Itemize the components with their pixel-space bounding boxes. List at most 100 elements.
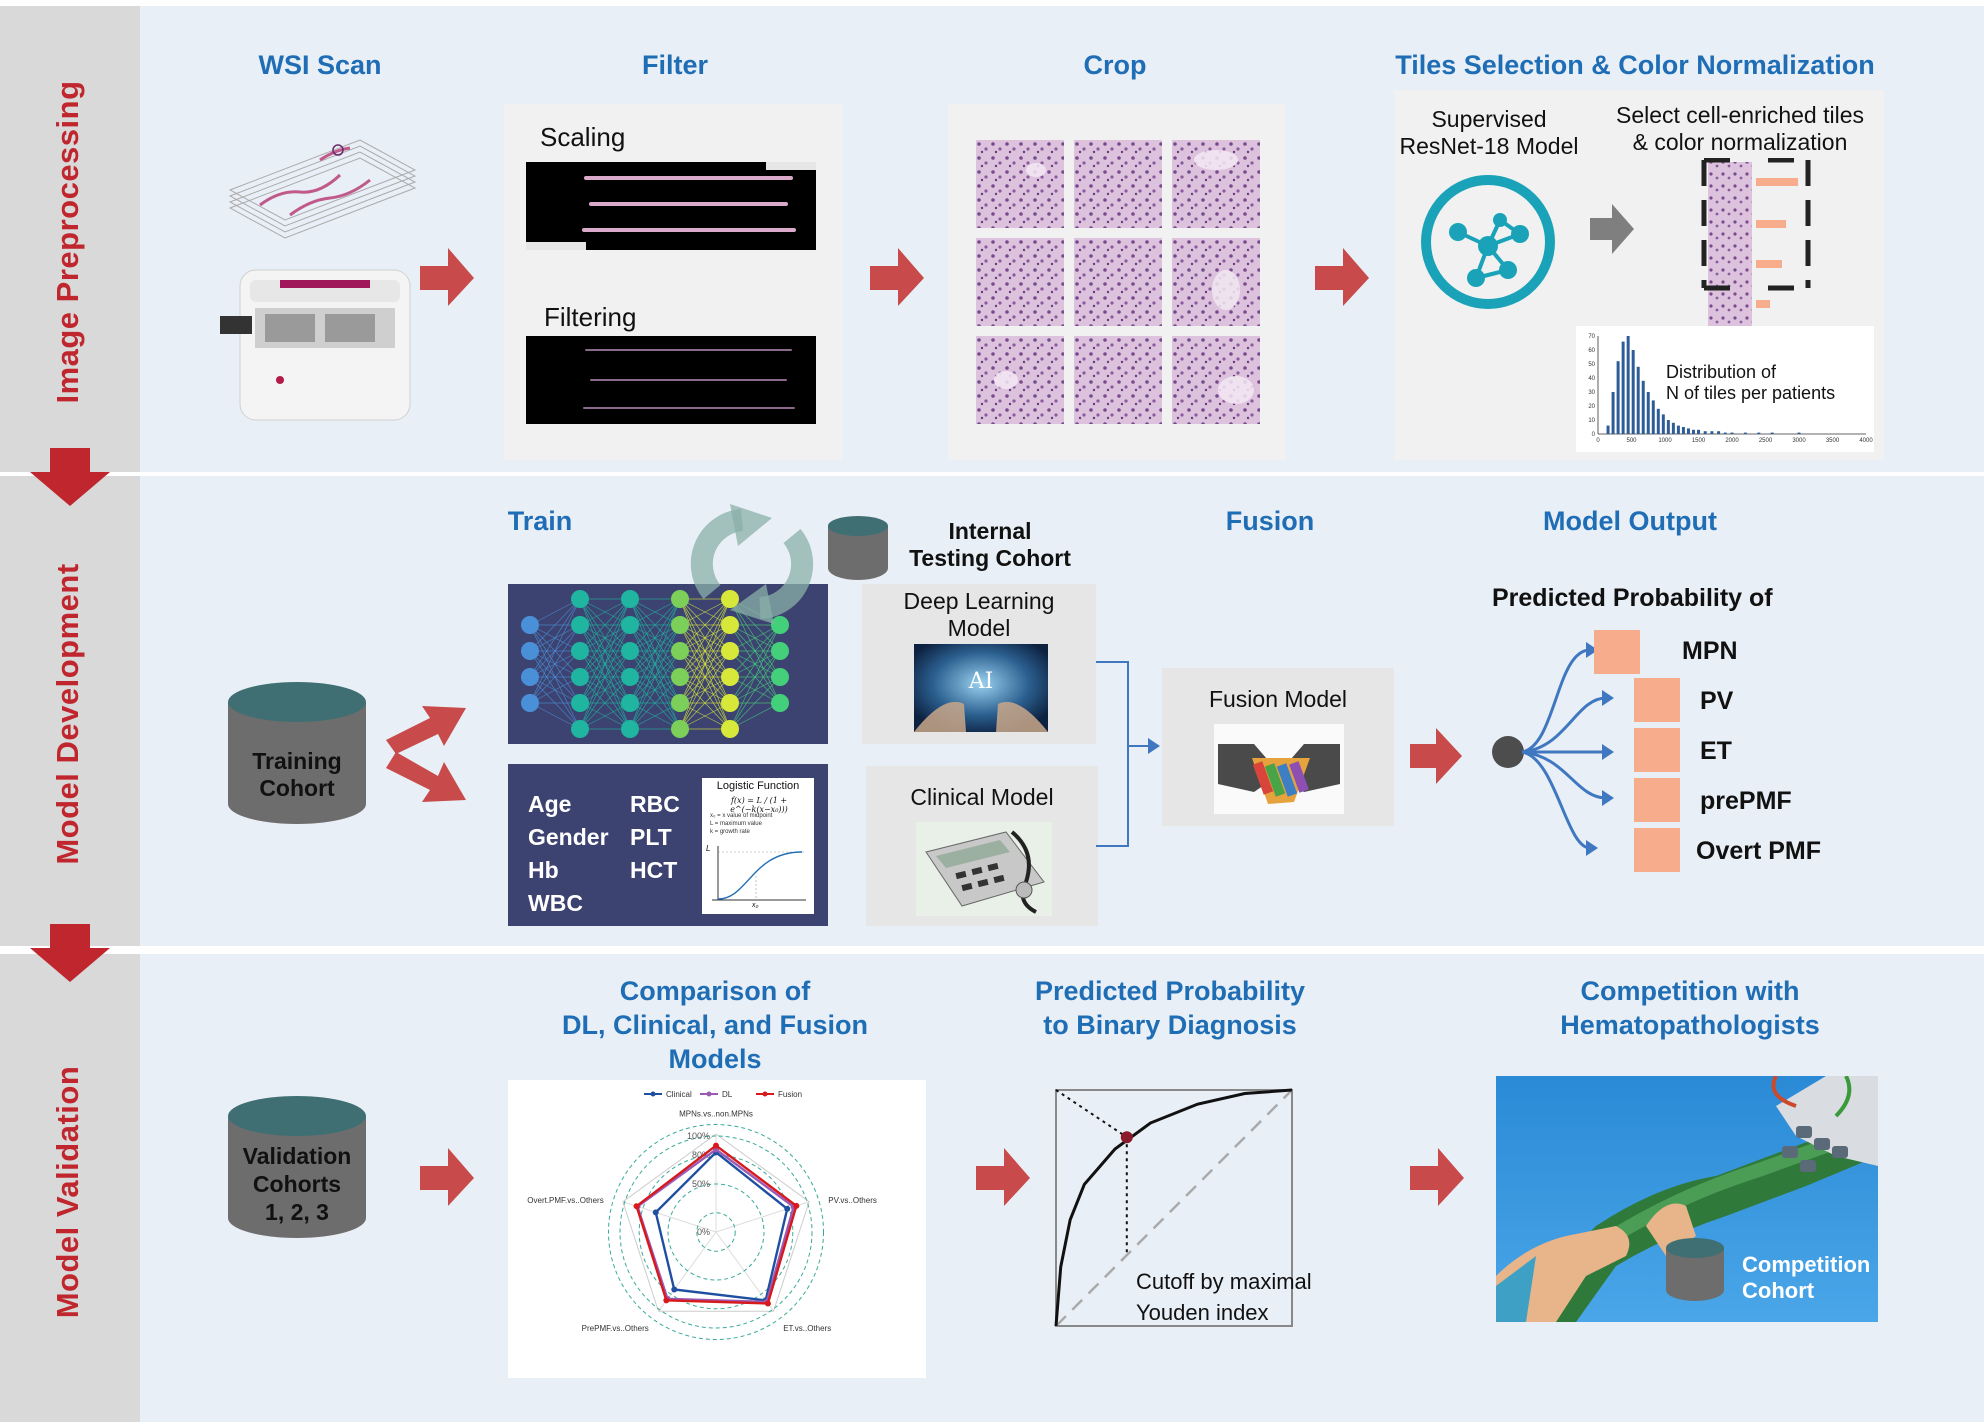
select-label-line2: & color normalization [1632,129,1848,155]
title-train: Train [507,506,573,536]
label-image-preprocessing: Image Preprocessing [50,80,85,404]
feature-wbc: WBC [528,890,583,916]
radar-axis-label: PrePMF.vs..Others [582,1324,649,1333]
hist-bar [1671,422,1675,434]
hist-bar [1723,432,1727,434]
scaling-label: Scaling [540,122,626,152]
output-box-mpn [1594,630,1640,674]
nn-edge [579,598,631,730]
nn-node [771,616,789,634]
radar-axis-label: MPNs.vs..non.MPNs [679,1109,753,1118]
hist-bar [1757,432,1761,434]
cutoff-label: Cutoff by maximal Youden index [1136,1266,1312,1328]
title-comparison: Comparison of DL, Clinical, and Fusion M… [530,974,900,1076]
neural-network-icon [1421,175,1555,309]
nn-node [571,616,589,634]
clinical-model-card: Clinical Model [866,766,1098,926]
radar-point [713,1142,719,1149]
hist-bar [1661,414,1665,434]
nn-node [621,720,639,738]
title-crop: Crop [1083,50,1147,80]
hist-bar [1626,336,1630,434]
tiles-card: Supervised ResNet-18 Model Select cell-e… [1394,90,1884,460]
nn-node [671,642,689,660]
dl-model-line2: Model [947,615,1011,641]
validation-cohort-line2: Cohorts [252,1171,342,1197]
nn-edge [629,650,681,730]
feature-hct: HCT [630,857,678,883]
output-et: ET [1700,737,1732,765]
roc-cutoff-diag [1055,1089,1128,1139]
output-mpn: MPN [1682,637,1738,665]
sidebar-preprocessing [0,6,140,472]
cutoff-line1: Cutoff by maximal [1136,1269,1312,1294]
nn-edge [679,598,731,652]
hist-y-tick: 20 [1588,404,1595,410]
nn-edge [629,598,681,704]
training-loop-icon [690,504,814,624]
clinical-features-panel: Age Gender Hb WBC RBC PLT HCT Logistic F… [508,764,828,926]
hist-bar [1656,408,1660,434]
nn-node [521,616,539,634]
filtering-image [526,336,816,424]
hist-bar [1641,380,1645,434]
competition-cohort-line2: Cohort [1742,1278,1815,1303]
radar-legend-label: Fusion [778,1090,802,1099]
logistic-note-3: k = growth rate [710,829,750,835]
radar-series-fusion [635,1144,798,1305]
radar-point [793,1202,800,1209]
nn-edge [729,624,781,678]
radar-chart: 0%50%80%100%MPNs.vs..non.MPNsPV.vs..Othe… [527,1090,877,1341]
arrow-fusion-to-output [1410,728,1462,784]
title-competition: Competition with Hematopathologists [1500,974,1880,1042]
title-model-output: Model Output [1543,506,1717,536]
nn-edge [679,702,731,730]
validation-cohort-cylinder [228,1096,366,1238]
hist-x-tick: 500 [1626,438,1637,444]
hist-x-tick: 3000 [1792,438,1806,444]
nn-edge [679,598,731,704]
title-competition-line1: Competition with [1580,976,1800,1006]
hist-x-tick: 0 [1596,438,1600,444]
arrow-comparison-to-binary [976,1148,1030,1206]
competition-image: Competition Cohort [1496,1076,1878,1322]
nn-edge [629,598,681,652]
radar-legend-point [762,1091,768,1097]
radar-point [784,1205,791,1212]
nn-node [621,668,639,686]
radar-ring [696,1212,736,1252]
hist-bar [1797,432,1801,434]
logistic-note-1: x₀ = x value of midpoint [710,813,773,819]
hist-y-tick: 0 [1592,432,1596,438]
nn-node [671,694,689,712]
nn-node [721,720,739,738]
hist-bar [1611,392,1615,434]
down-arrow-1 [30,448,110,506]
radar-frame [622,1133,810,1312]
nn-node [621,616,639,634]
radar-axis-label: PV.vs..Others [828,1196,877,1205]
arrow-crop-to-tiles [1315,248,1369,306]
nn-edge [529,676,581,704]
competition-cohort-line1: Competition [1742,1252,1871,1277]
nn-edge [679,676,731,730]
histogram-caption-line1: Distribution of [1666,362,1777,382]
hist-y-tick: 10 [1588,418,1595,424]
hist-x-tick: 1000 [1658,438,1672,444]
hist-bar [1606,425,1610,434]
nn-node [671,720,689,738]
logistic-formula: f(x) = L / (1 + e^(−k(x−x₀))) [730,796,788,814]
crop-card [948,104,1286,460]
title-fusion: Fusion [1225,506,1315,536]
training-cohort-cylinder [228,682,366,824]
title-comparison-line3: Models [668,1044,762,1074]
nn-edge [679,598,731,730]
nn-edge [629,598,681,626]
radar-ring [607,1123,825,1341]
nn-node [721,642,739,660]
hist-bar [1710,431,1714,434]
hist-bar [1703,431,1707,434]
arrow-scan-to-filter [420,248,474,306]
filtering-label: Filtering [544,302,637,332]
roc-cutoff-point [1120,1131,1133,1144]
